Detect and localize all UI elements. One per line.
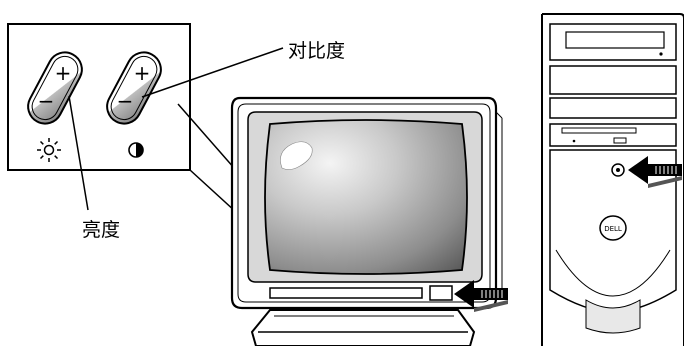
contrast-button: + − [106,51,162,125]
plus-symbol: + [134,61,151,85]
dell-logo-text: DELL [604,225,622,233]
dell-logo-badge [599,215,627,241]
brightness-leader-line [68,95,89,211]
control-panel-callout: + − + − [7,23,191,171]
drive-bay-3 [549,97,677,119]
monitor-stand [250,309,476,347]
monitor [230,96,503,347]
minus-symbol: − [38,89,55,113]
monitor-power-arrow-icon [454,280,508,312]
brightness-button: + − [27,51,83,125]
brightness-label: 亮度 [82,219,121,241]
drive-bay-2 [549,65,677,95]
half-circle-icon [128,142,144,158]
contrast-label: 对比度 [288,40,346,62]
contrast-leader-line [141,47,284,98]
monitor-control-strip [269,287,423,299]
monitor-power-button [429,285,453,301]
sun-icon [37,138,61,162]
computer-tower: DELL [541,13,684,346]
minus-symbol: − [117,89,134,113]
monitor-screen [264,119,468,275]
plus-symbol: + [55,61,72,85]
screen-glare [280,141,313,170]
floppy-bay [549,123,677,147]
tower-power-arrow-icon [628,156,682,188]
